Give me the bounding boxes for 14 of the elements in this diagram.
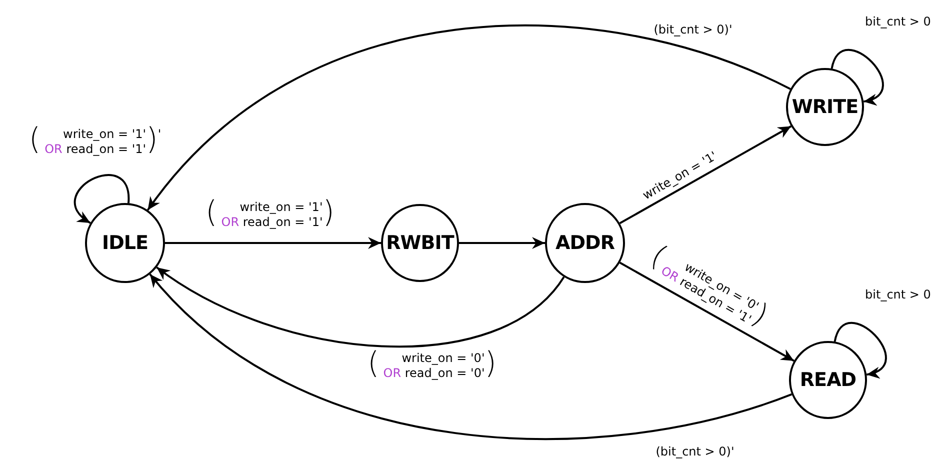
arrow xyxy=(459,237,545,249)
arrow xyxy=(156,266,565,348)
arrow xyxy=(149,274,792,440)
edge-label: (bit_cnt > 0)' xyxy=(652,22,734,38)
arrow xyxy=(146,24,791,211)
arrow xyxy=(834,322,887,377)
edge-label: bit_cnt > 0 xyxy=(863,14,933,30)
arrow xyxy=(619,125,792,224)
arrow xyxy=(619,262,795,362)
edge-label: (bit_cnt > 0)' xyxy=(654,444,736,460)
edge-label: bit_cnt > 0 xyxy=(863,288,933,302)
arrow xyxy=(165,237,381,249)
arrow xyxy=(74,174,130,224)
arrow xyxy=(830,48,884,104)
